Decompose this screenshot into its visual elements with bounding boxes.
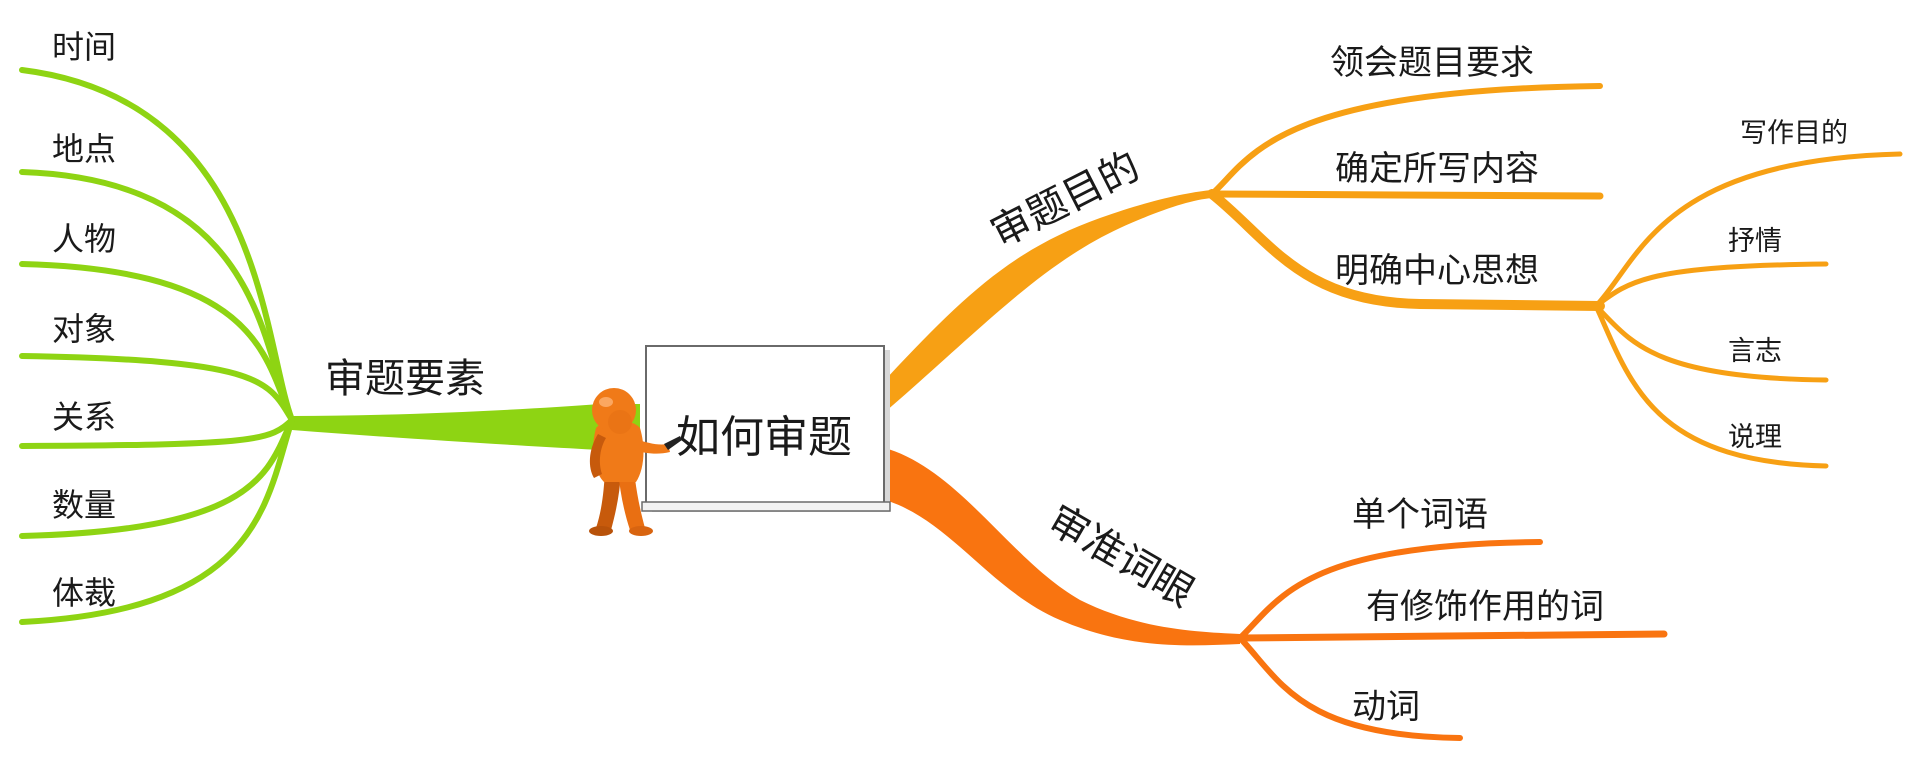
branch-line-purpose-1 [1208,190,1604,200]
purpose-item-0: 领会题目要求 [1330,43,1534,83]
whiteboard-icon [641,345,891,512]
elements-item-4: 关系 [52,398,116,436]
elements-item-2: 人物 [52,220,116,258]
elements-item-1: 地点 [52,130,116,168]
branch-line-purpose-0 [1209,83,1603,197]
branch-elements-label: 审题要素 [325,356,485,402]
branch-line-elements-6 [19,417,295,625]
purpose-item-2: 明确中心思想 [1335,251,1539,291]
keywords-item-2: 动词 [1352,687,1420,727]
elements-item-3: 对象 [52,310,116,348]
elements-item-5: 数量 [52,486,116,524]
purpose-item-1: 确定所写内容 [1335,149,1539,189]
thought-item-2: 言志 [1728,336,1782,367]
branch-line-elements-3 [19,353,295,423]
branch-keywords-trunk [885,448,1240,646]
branch-keywords: 审准词眼 单个词语 有修饰作用的词 动词 [885,448,1668,741]
branch-line-thought-1 [1593,261,1829,309]
branch-line-thought-0 [1593,151,1903,309]
branch-elements-trunk [292,404,640,452]
keywords-item-1: 有修饰作用的词 [1366,587,1604,627]
branch-line-elements-4 [19,417,295,449]
branch-line-thought-3 [1593,303,1829,469]
central-node: 如何审题 [589,345,891,536]
branch-line-keywords-2 [1237,635,1463,741]
elements-item-6: 体裁 [52,574,116,612]
elements-item-0: 时间 [52,28,116,66]
branch-purpose: 审题目的 领会题目要求 确定所写内容 明确中心思想 写作目的 抒情 言志 说理 [885,43,1903,469]
branch-line-thought-2 [1593,303,1829,383]
branch-line-elements-2 [19,261,295,423]
thought-item-3: 说理 [1728,422,1782,453]
branch-line-elements-1 [19,169,295,423]
thought-item-1: 抒情 [1728,226,1782,257]
thought-item-0: 写作目的 [1740,118,1848,149]
keywords-item-0: 单个词语 [1352,495,1488,535]
branch-line-keywords-0 [1237,539,1543,641]
branch-line-purpose-2 [1207,189,1605,311]
presenter-figure-icon [589,388,682,536]
central-node-label: 如何审题 [676,412,852,463]
branch-elements: 审题要素 时间 地点 人物 对象 关系 数量 体裁 [19,28,640,625]
branch-line-keywords-1 [1236,630,1668,642]
